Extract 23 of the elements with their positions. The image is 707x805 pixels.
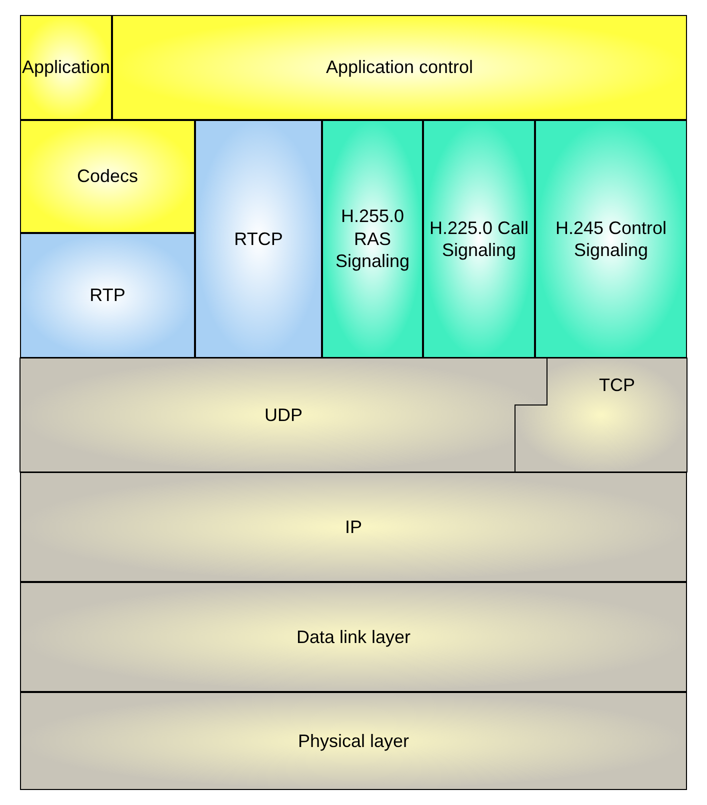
layer-label: TCP bbox=[598, 374, 636, 396]
layer-label: Application bbox=[20, 56, 112, 79]
protocol-block bbox=[20, 233, 195, 358]
layer-label: H.245 Control Signaling bbox=[554, 216, 668, 262]
protocol-block bbox=[20, 582, 687, 692]
layer-label: RTCP bbox=[233, 228, 284, 250]
protocol-block bbox=[20, 692, 687, 790]
layer-label: Application control bbox=[324, 56, 474, 79]
layer-label: Physical layer bbox=[296, 730, 410, 752]
layer-label: H.225.0 Call Signaling bbox=[428, 216, 530, 262]
protocol-block bbox=[20, 120, 195, 233]
protocol-block bbox=[112, 15, 687, 120]
protocol-block bbox=[423, 120, 535, 358]
protocol-block bbox=[20, 15, 112, 120]
layer-label: RTP bbox=[88, 284, 126, 307]
protocol-block bbox=[322, 120, 423, 358]
layer-label: UDP bbox=[263, 404, 304, 426]
layer-label: Codecs bbox=[76, 165, 140, 188]
layer-label: IP bbox=[344, 516, 363, 538]
protocol-block bbox=[535, 120, 687, 358]
layer-label: Data link layer bbox=[295, 626, 412, 648]
layer-label: H.255.0 RAS Signaling bbox=[334, 205, 411, 273]
protocol-block bbox=[195, 120, 322, 358]
